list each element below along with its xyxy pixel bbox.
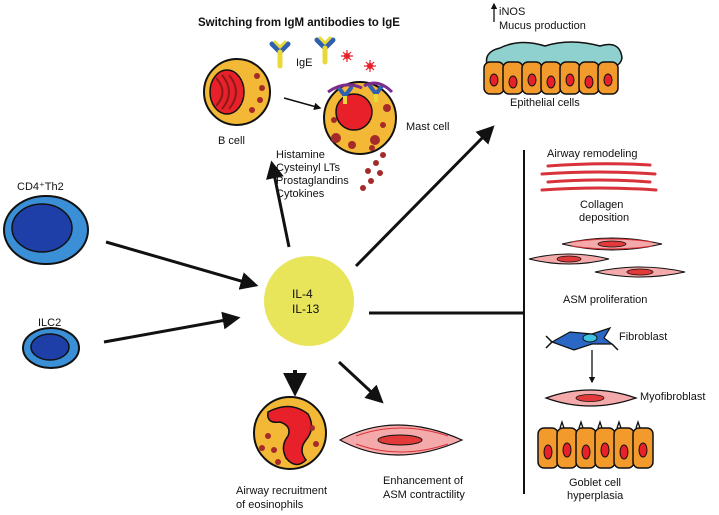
inos-label: iNOS	[499, 6, 525, 18]
asm-contract-label-1: Enhancement of	[383, 475, 464, 487]
b-cell-icon	[203, 58, 271, 126]
ilc2-label: ILC2	[38, 317, 61, 329]
mediator-item: Histamine	[276, 149, 325, 161]
fibroblast-icon	[545, 326, 619, 351]
smooth-muscle-cells-icon	[528, 237, 686, 278]
cytokine-circle	[264, 256, 354, 346]
fibroblast-label: Fibroblast	[619, 331, 667, 343]
cytokine-to-epithelial-arrow	[354, 125, 495, 268]
goblet-cells-icon	[537, 419, 654, 469]
mediator-granules-icon	[360, 145, 386, 191]
mediator-item: Cysteinyl LTs	[276, 162, 340, 174]
mucus-label: Mucus production	[499, 20, 586, 32]
mediator-item: Cytokines	[276, 188, 325, 200]
cytokine-to-asm-arrow	[337, 360, 384, 404]
ilc2-to-cytokine-arrow	[103, 311, 241, 344]
ige-antibody-icon	[269, 36, 336, 69]
bcell-to-mast-arrow	[283, 97, 322, 111]
myofibroblast-icon	[544, 389, 638, 407]
goblet-label-2: hyperplasia	[567, 490, 624, 502]
il4-label: IL-4	[292, 287, 313, 301]
collagen-label-2: deposition	[579, 212, 629, 224]
allergen-icon	[341, 50, 376, 72]
th2-to-cytokine-arrow	[105, 240, 259, 290]
cytokine-to-bcell-arrow	[266, 160, 291, 248]
epithelial-label: Epithelial cells	[510, 97, 580, 109]
asm-proliferation-label: ASM proliferation	[563, 294, 647, 306]
mediator-list: Histamine Cysteinyl LTs Prostaglandins C…	[276, 149, 349, 200]
ige-label: IgE	[296, 57, 313, 69]
th2-cell-icon	[3, 195, 89, 265]
diagram-title: Switching from IgM antibodies to IgE	[198, 17, 400, 29]
eosinophil-icon	[253, 396, 327, 470]
ilc2-cell-icon	[22, 327, 80, 369]
mast-cell-label: Mast cell	[406, 121, 449, 133]
asm-cell-icon	[338, 424, 464, 456]
collagen-fibers-icon	[540, 162, 658, 192]
collagen-label-1: Collagen	[580, 199, 623, 211]
mast-cell-icon	[323, 81, 397, 155]
eosinophil-label-1: Airway recruitment	[236, 485, 327, 497]
eosinophil-label-2: of eosinophils	[236, 499, 304, 511]
b-cell-label: B cell	[218, 135, 245, 147]
mediator-item: Prostaglandins	[276, 175, 349, 187]
goblet-label-1: Goblet cell	[569, 477, 621, 489]
il13-label: IL-13	[292, 302, 320, 316]
airway-remodeling-label: Airway remodeling	[547, 148, 637, 160]
cd4-th2-label: CD4⁺Th2	[17, 181, 64, 193]
epithelial-cells-icon	[483, 41, 623, 95]
myofibroblast-label: Myofibroblast	[640, 391, 705, 403]
asm-contract-label-2: ASM contractility	[383, 489, 465, 501]
